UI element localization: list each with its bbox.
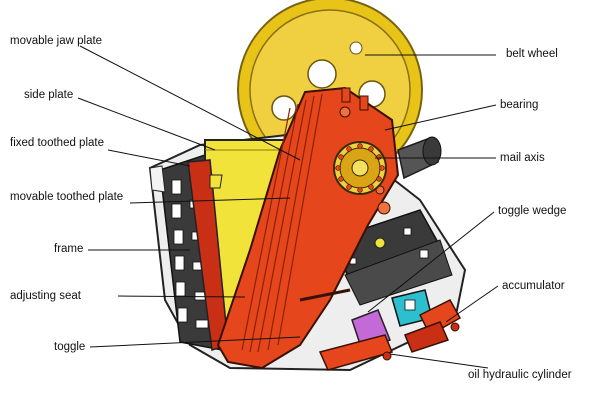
label-toggle-wedge: toggle wedge	[498, 205, 567, 217]
label-belt-wheel: belt wheel	[506, 48, 558, 60]
label-mail-axis: mail axis	[500, 152, 545, 164]
label-toggle: toggle	[54, 341, 86, 353]
label-oil-hydraulic-cylinder: oil hydraulic cylinder	[468, 369, 572, 381]
label-bearing: bearing	[500, 99, 539, 111]
label-fixed-toothed-plate: fixed toothed plate	[10, 137, 104, 149]
label-frame: frame	[54, 243, 84, 255]
label-side-plate: side plate	[24, 89, 74, 101]
label-movable-toothed-plate: movable toothed plate	[10, 191, 124, 203]
label-adjusting-seat: adjusting seat	[10, 290, 81, 302]
label-movable-jaw-plate: movable jaw plate	[10, 35, 103, 47]
bearing-shape	[333, 141, 387, 195]
leader-lines	[77, 45, 499, 369]
oil-hydraulic-cylinder-shape	[318, 321, 460, 371]
accumulator-shape	[391, 289, 462, 337]
label-accumulator: accumulator	[502, 280, 565, 292]
